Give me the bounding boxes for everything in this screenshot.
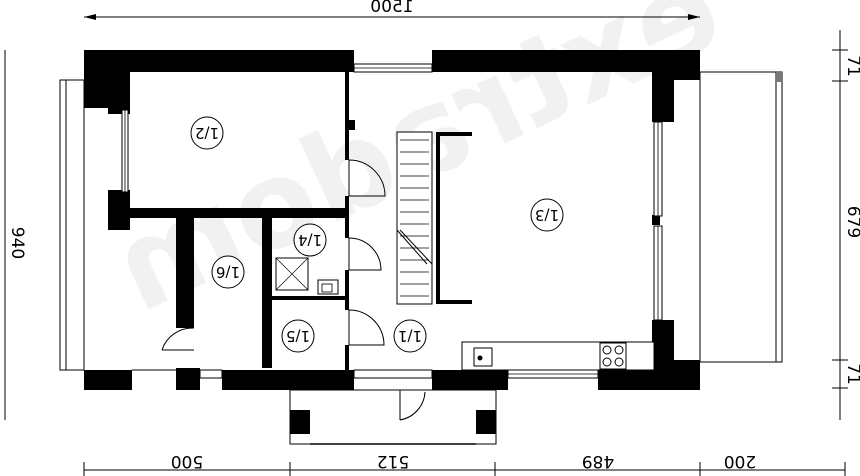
room-label-1-1: 1/1	[393, 319, 427, 353]
top-dimension: 1500	[84, 0, 700, 20]
interior-walls	[108, 72, 472, 370]
dim-bottom-3: 489	[582, 451, 614, 471]
dim-top-total: 1500	[370, 0, 413, 17]
doors	[132, 159, 426, 421]
bottom-dimension: 500 512 489 200	[83, 451, 846, 476]
windows	[121, 63, 663, 379]
front-porch	[289, 389, 497, 445]
bathroom-fixtures	[275, 257, 339, 295]
exterior-walls	[84, 50, 700, 390]
room-label-text: 1/3	[535, 206, 559, 224]
dim-bottom-2: 512	[377, 451, 409, 471]
room-label-text: 1/5	[286, 327, 310, 345]
staircase	[396, 131, 433, 305]
room-label-1-6: 1/6	[211, 255, 245, 289]
left-dimension: 940	[4, 50, 27, 420]
right-dimension: 71 679 71	[832, 30, 860, 420]
dim-left-total: 940	[7, 227, 27, 259]
dim-right-bottom: 71	[843, 363, 860, 385]
room-label-1-4: 1/4	[293, 223, 327, 257]
dim-right-middle: 679	[843, 206, 860, 238]
dim-right-top: 71	[843, 55, 860, 77]
dim-bottom-4: 200	[724, 451, 756, 471]
kitchen-counter	[461, 341, 655, 371]
room-label-1-3: 1/3	[530, 198, 564, 232]
room-label-1-2: 1/2	[190, 116, 224, 150]
room-label-1-5: 1/5	[281, 319, 315, 353]
dim-bottom-1: 500	[171, 451, 203, 471]
room-label-text: 1/6	[216, 263, 240, 281]
room-label-text: 1/2	[195, 124, 219, 142]
room-label-text: 1/4	[298, 231, 322, 249]
right-terrace	[699, 71, 783, 363]
room-label-text: 1/1	[398, 327, 422, 345]
left-terrace	[59, 79, 85, 371]
